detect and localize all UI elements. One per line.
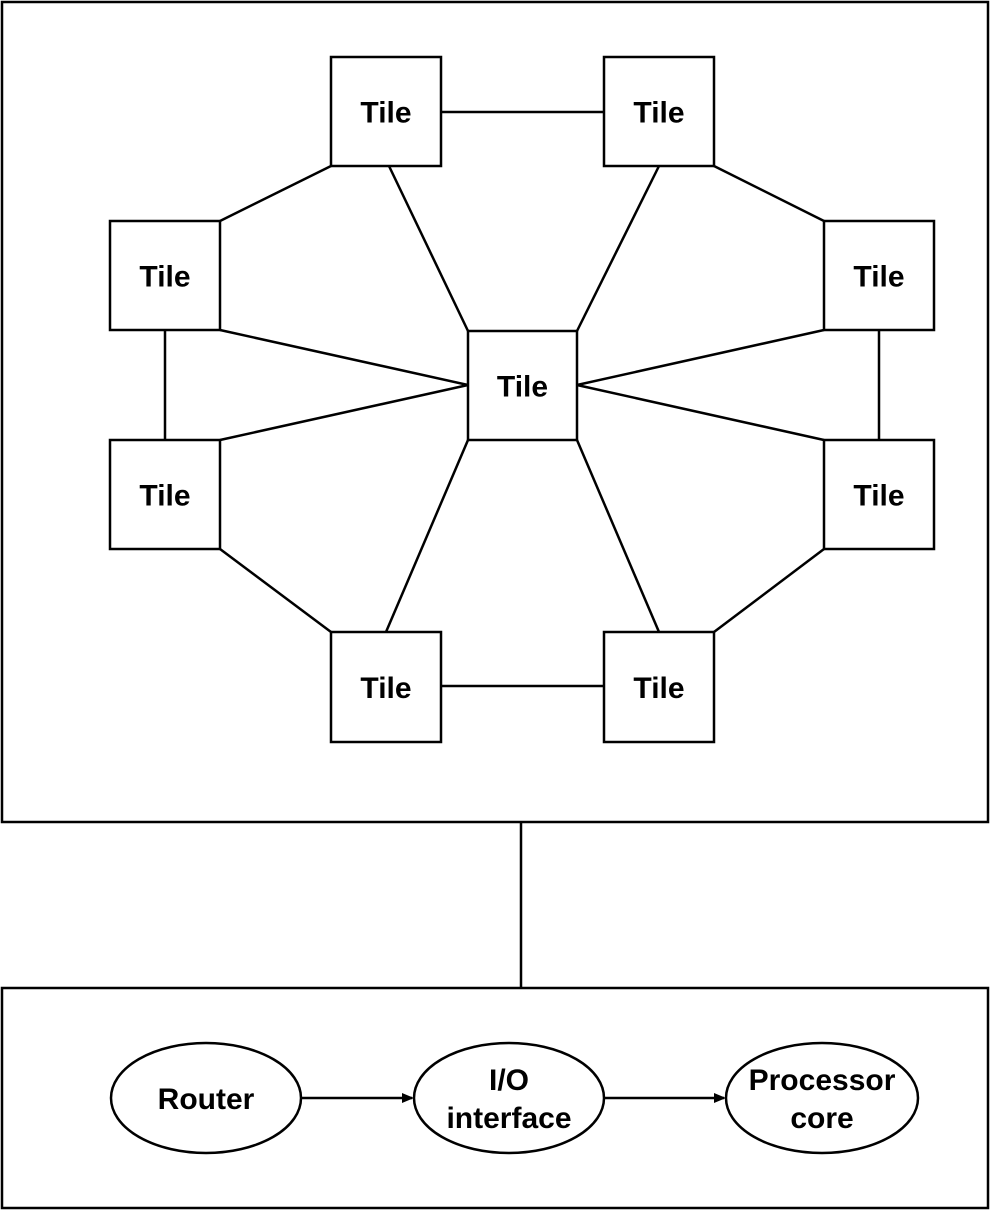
node-processor-core: Processor core <box>724 1041 920 1155</box>
link-right-upper-to-center <box>576 328 825 387</box>
tile-label: Tile <box>139 480 190 513</box>
link-left-upper-to-center <box>219 328 469 387</box>
tile-left-lower: Tile <box>108 438 222 551</box>
tile-label: Tile <box>497 371 548 404</box>
tile-right-lower: Tile <box>822 438 936 551</box>
network-links <box>163 110 881 688</box>
tile-box <box>822 438 936 551</box>
tile-top-left: Tile <box>329 55 443 168</box>
tile-label: Tile <box>360 97 411 130</box>
tile-box <box>466 329 579 442</box>
tile-box <box>108 219 222 332</box>
tile-label: Tile <box>139 261 190 294</box>
io-interface-label-line: I/O <box>489 1064 529 1097</box>
link-top-left-to-left-upper <box>219 164 332 223</box>
link-right-lower-to-bottom-right <box>713 548 825 633</box>
tile-bottom-left: Tile <box>329 630 443 744</box>
link-top-right-to-right-upper <box>713 164 825 223</box>
tile-right-upper: Tile <box>822 219 936 332</box>
router-label-line: Router <box>158 1083 255 1116</box>
tile-left-upper: Tile <box>108 219 222 332</box>
tile-label: Tile <box>633 97 684 130</box>
tile-detail-nodes: Router I/O interface Processor core <box>109 1041 920 1155</box>
link-top-right-to-center <box>575 165 661 332</box>
processor-core-label-line: Processor <box>749 1064 896 1097</box>
tile-top-right: Tile <box>602 55 716 168</box>
node-router: Router <box>109 1041 303 1155</box>
tile-box <box>602 55 716 168</box>
tile-label: Tile <box>360 672 411 705</box>
link-left-lower-to-center <box>219 383 469 442</box>
link-bottom-right-to-center <box>575 439 661 633</box>
node-io-interface: I/O interface <box>412 1041 606 1155</box>
tile-box <box>602 630 716 744</box>
router-ellipse <box>109 1041 303 1155</box>
tile-label: Tile <box>853 261 904 294</box>
processor-core-label-line: core <box>790 1102 853 1135</box>
link-left-lower-to-bottom-left <box>219 547 332 634</box>
tile-label: Tile <box>853 480 904 513</box>
tile-box <box>822 219 936 332</box>
tile-box <box>329 55 443 168</box>
tile-label: Tile <box>633 672 684 705</box>
io-interface-label-line: interface <box>446 1102 571 1135</box>
processor-core-ellipse <box>724 1041 920 1155</box>
link-top-left-to-center <box>387 165 470 332</box>
tile-bottom-right: Tile <box>602 630 716 744</box>
tile-box <box>329 630 443 744</box>
io-interface-ellipse <box>412 1041 606 1155</box>
tile-box <box>108 438 222 551</box>
link-bottom-left-to-center <box>384 439 470 633</box>
link-right-lower-to-center <box>576 383 825 442</box>
tile-center: Tile <box>466 329 579 442</box>
